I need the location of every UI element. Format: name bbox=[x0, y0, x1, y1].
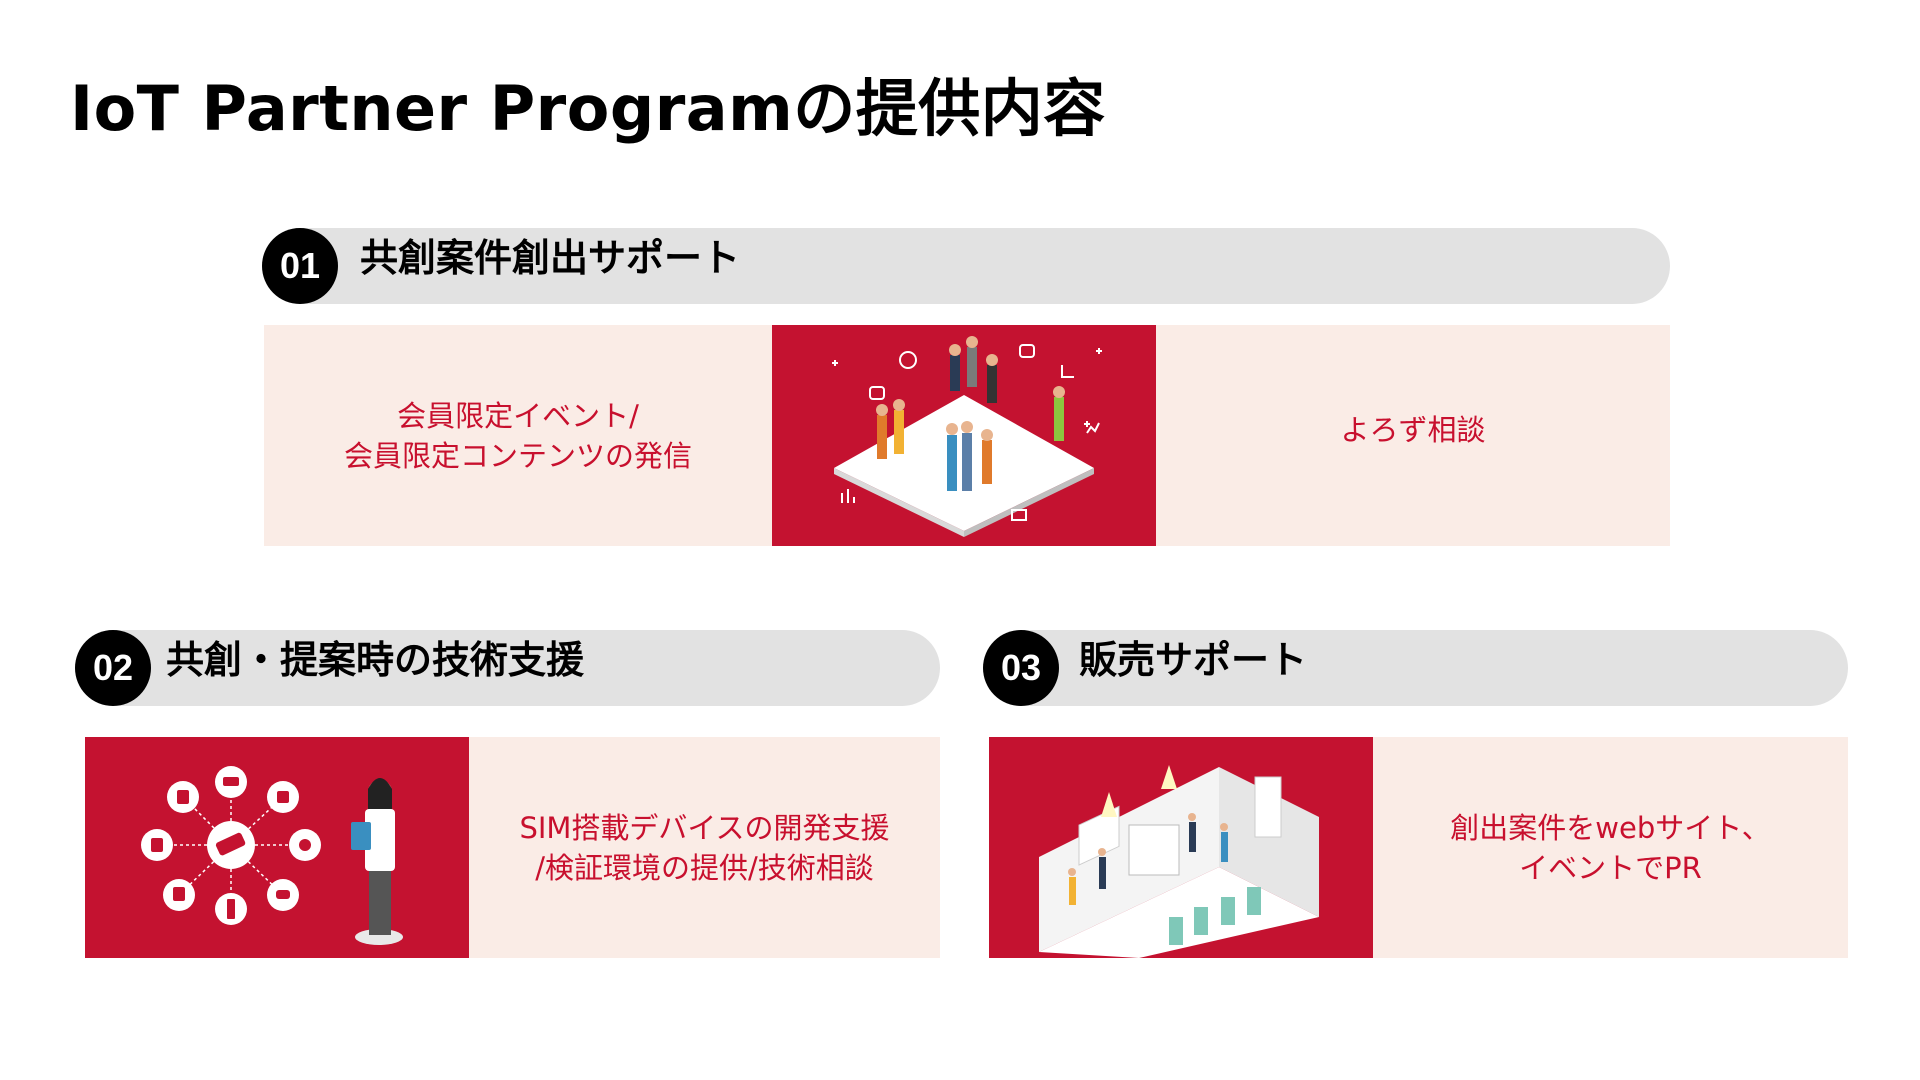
iot-devices-hub-illustration bbox=[85, 737, 469, 958]
section-01-right-text: よろず相談 bbox=[1340, 413, 1486, 447]
people-networking-illustration bbox=[772, 325, 1156, 546]
section-02-number-badge: 02 bbox=[75, 630, 151, 706]
section-03-heading: 販売サポート bbox=[1079, 638, 1308, 682]
section-01-heading: 共創案件創出サポート bbox=[360, 236, 741, 280]
section-03-header-pill bbox=[983, 630, 1848, 706]
section-02-header-pill bbox=[75, 630, 940, 706]
iot-devices-hub-icon bbox=[141, 766, 403, 945]
exhibition-booth-icon bbox=[1039, 765, 1319, 958]
section-01-header-pill bbox=[262, 228, 1670, 304]
section-01-number-badge: 01 bbox=[262, 228, 338, 304]
section-03-right-text: 創出案件をwebサイト、 イベントでPR bbox=[1450, 810, 1771, 885]
section-02-right-text: SIM搭載デバイスの開発支援 /検証環境の提供/技術相談 bbox=[519, 810, 890, 885]
section-02-heading: 共創・提案時の技術支援 bbox=[166, 638, 585, 682]
exhibition-booth-illustration bbox=[989, 737, 1373, 958]
section-01-left-text: 会員限定イベント/ 会員限定コンテンツの発信 bbox=[343, 398, 692, 473]
people-networking-icon bbox=[832, 336, 1102, 537]
section-03-number-badge: 03 bbox=[983, 630, 1059, 706]
page-title: IoT Partner Programの提供内容 bbox=[70, 72, 1106, 145]
